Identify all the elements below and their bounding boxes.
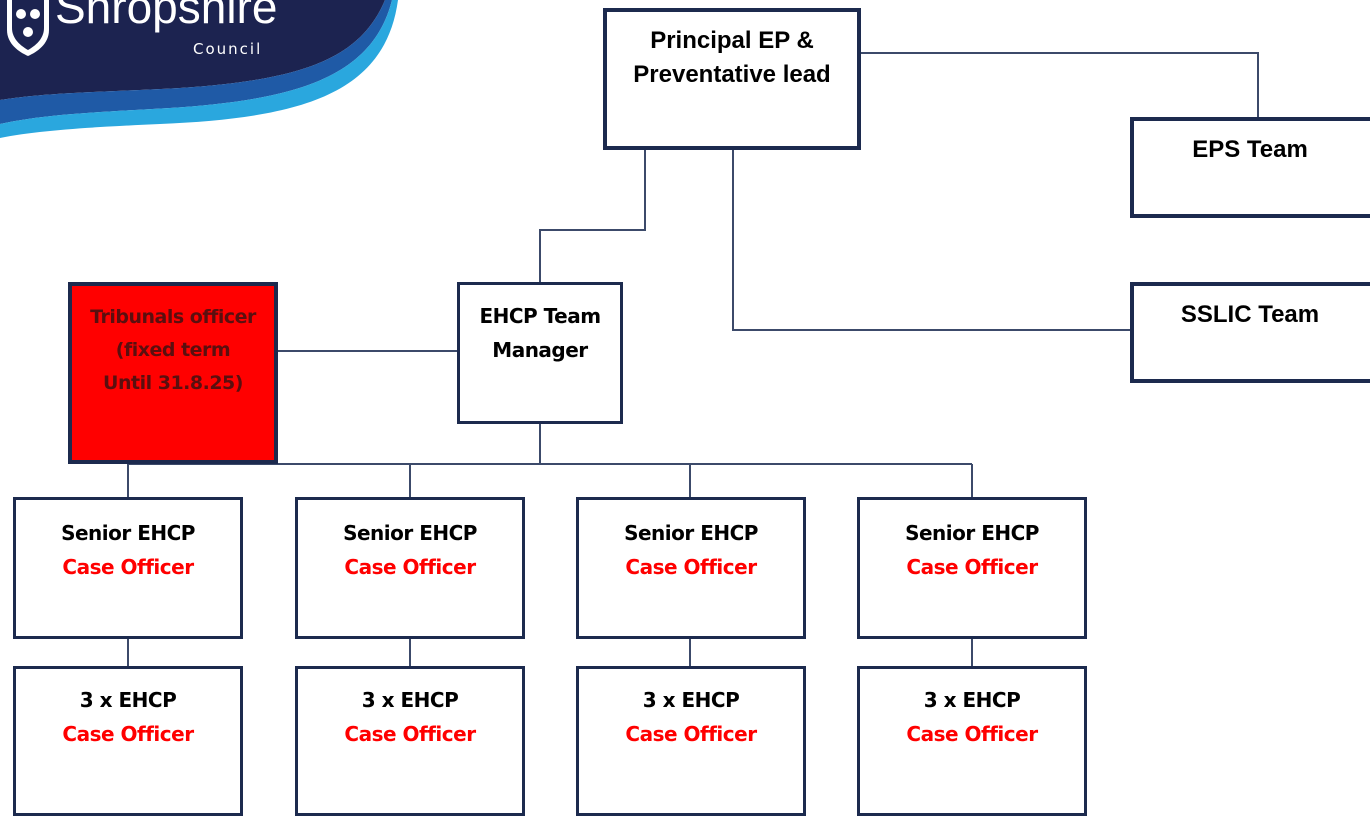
node-senior-ehcp-3: Senior EHCP Case Officer bbox=[576, 497, 806, 639]
logo-wordmark: Shropshire bbox=[55, 0, 278, 33]
officers-3-role: Case Officer bbox=[625, 722, 757, 746]
senior-1-role: Case Officer bbox=[62, 555, 194, 579]
officers-1-role: Case Officer bbox=[62, 722, 194, 746]
node-senior-ehcp-1: Senior EHCP Case Officer bbox=[13, 497, 243, 639]
node-sslic-team: SSLIC Team bbox=[1130, 282, 1370, 383]
senior-3-title: Senior EHCP bbox=[624, 521, 758, 545]
senior-2-role: Case Officer bbox=[344, 555, 476, 579]
senior-3-role: Case Officer bbox=[625, 555, 757, 579]
node-ehcp-officers-1: 3 x EHCP Case Officer bbox=[13, 666, 243, 816]
node-senior-ehcp-4: Senior EHCP Case Officer bbox=[857, 497, 1087, 639]
senior-1-title: Senior EHCP bbox=[61, 521, 195, 545]
logo-swoosh bbox=[0, 0, 398, 138]
node-manager-line-1: EHCP Team bbox=[479, 304, 601, 328]
node-ehcp-officers-3: 3 x EHCP Case Officer bbox=[576, 666, 806, 816]
node-senior-ehcp-2: Senior EHCP Case Officer bbox=[295, 497, 525, 639]
node-principal-ep: Principal EP & Preventative lead bbox=[603, 8, 861, 150]
node-tribunals-line-2: (fixed term bbox=[115, 339, 231, 361]
shield-icon bbox=[7, 0, 49, 56]
node-principal-line-1: Principal EP & bbox=[650, 27, 814, 54]
node-sslic-label: SSLIC Team bbox=[1180, 301, 1320, 328]
node-ehcp-officers-4: 3 x EHCP Case Officer bbox=[857, 666, 1087, 816]
node-ehcp-team-manager: EHCP Team Manager bbox=[457, 282, 623, 424]
officers-4-role: Case Officer bbox=[906, 722, 1038, 746]
senior-2-title: Senior EHCP bbox=[343, 521, 477, 545]
officers-4-title: 3 x EHCP bbox=[923, 688, 1021, 712]
officers-2-role: Case Officer bbox=[344, 722, 476, 746]
connector-principal-eps bbox=[860, 52, 1259, 118]
senior-4-role: Case Officer bbox=[906, 555, 1038, 579]
node-tribunals-line-1: Tribunals officer bbox=[90, 306, 256, 328]
connector-principal-ehcp bbox=[539, 150, 646, 283]
node-eps-label: EPS Team bbox=[1192, 136, 1308, 163]
officers-1-title: 3 x EHCP bbox=[79, 688, 177, 712]
node-tribunals-line-3: Until 31.8.25) bbox=[103, 372, 243, 394]
officers-3-title: 3 x EHCP bbox=[642, 688, 740, 712]
logo-subtitle: Council bbox=[193, 40, 263, 58]
node-manager-line-2: Manager bbox=[492, 338, 588, 362]
senior-4-title: Senior EHCP bbox=[905, 521, 1039, 545]
node-principal-line-2: Preventative lead bbox=[633, 61, 831, 88]
node-eps-team: EPS Team bbox=[1130, 117, 1370, 218]
node-ehcp-officers-2: 3 x EHCP Case Officer bbox=[295, 666, 525, 816]
officers-2-title: 3 x EHCP bbox=[361, 688, 459, 712]
node-tribunals-officer: Tribunals officer (fixed term Until 31.8… bbox=[68, 282, 278, 464]
connector-principal-sslic bbox=[732, 150, 1132, 331]
shropshire-council-logo: Shropshire Council bbox=[0, 0, 400, 140]
